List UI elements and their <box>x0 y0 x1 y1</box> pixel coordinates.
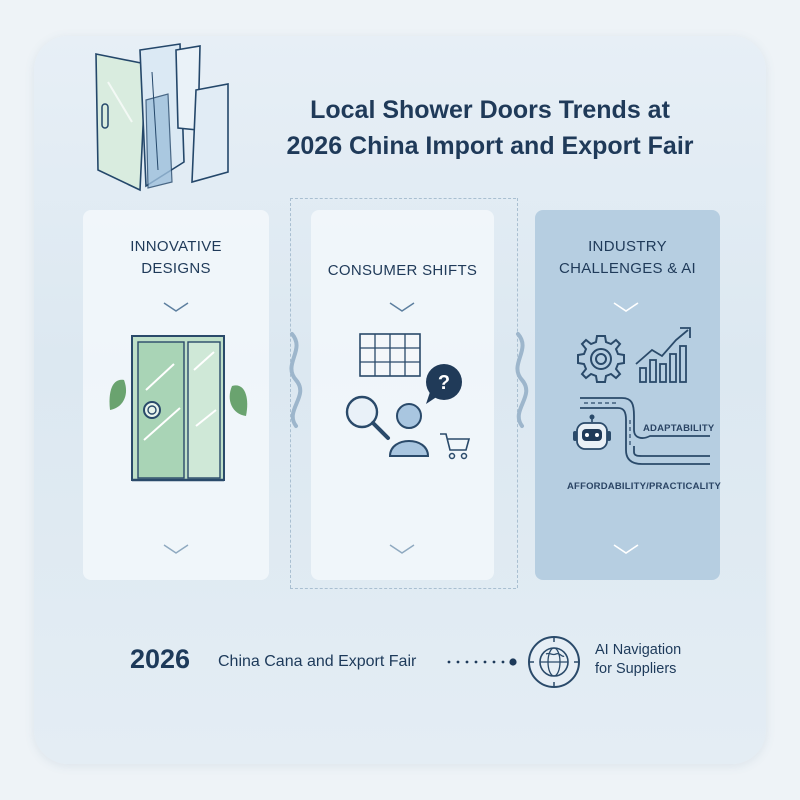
chevron-down-icon <box>613 302 639 312</box>
panel-consumer-shifts: CONSUMER SHIFTS <box>311 210 494 580</box>
chevron-down-icon <box>389 544 415 554</box>
chevron-down-icon <box>389 302 415 312</box>
panel-title: INDUSTRY CHALLENGES & AI <box>558 238 697 277</box>
dashed-frame-bottom <box>290 588 516 589</box>
footer-ai-navigation: AI Navigation for Suppliers <box>595 642 682 677</box>
panel-industry-challenges: INDUSTRY CHALLENGES & AI <box>535 210 720 580</box>
page-title: Local Shower Doors Trends at 2026 China … <box>286 96 694 160</box>
shower-door-icon <box>109 335 248 482</box>
grid-table-icon <box>359 333 421 377</box>
question-bubble-icon: ? <box>426 364 462 404</box>
footer-text: China Cana and Export Fair <box>218 653 417 670</box>
chevron-down-icon <box>163 302 189 312</box>
panel-title: CONSUMER SHIFTS <box>327 262 478 279</box>
wave-connector-icon <box>515 332 529 428</box>
chevron-down-icon <box>613 544 639 554</box>
chevron-down-icon <box>163 544 189 554</box>
gear-icon <box>577 335 625 383</box>
shower-glass-panels-icon <box>95 43 229 192</box>
person-icon <box>388 403 430 457</box>
growth-chart-icon <box>635 327 691 383</box>
robot-icon <box>573 414 611 450</box>
panel-title: INNOVATIVE DESIGNS <box>130 238 222 277</box>
shopping-cart-icon <box>440 433 471 460</box>
label-affordability: AFFORDABILITY/PRACTICALITY <box>567 481 722 492</box>
road-fork-icon <box>580 397 710 465</box>
dashed-frame-sides <box>290 198 518 588</box>
dotted-connector <box>447 658 517 666</box>
label-adaptability: ADAPTABILITY <box>643 423 715 434</box>
wave-connector-icon <box>289 332 303 428</box>
magnifier-icon <box>345 395 390 440</box>
globe-icon <box>528 636 580 688</box>
footer-year: 2026 <box>130 644 191 674</box>
svg-text:?: ? <box>438 372 450 394</box>
dashed-frame-top <box>290 198 516 199</box>
